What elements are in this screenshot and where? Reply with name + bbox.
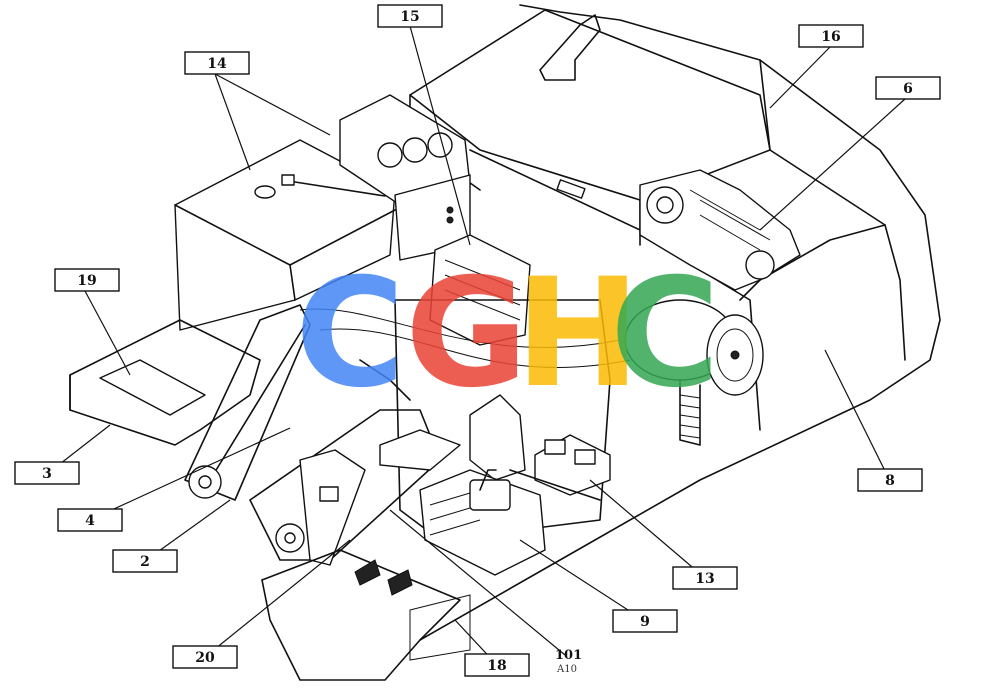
- callout-9: 9: [612, 609, 678, 633]
- callout-6: 6: [875, 76, 941, 100]
- svg-text:15: 15: [400, 9, 419, 25]
- control-valve: [429, 234, 531, 346]
- svg-text:2: 2: [140, 554, 150, 570]
- svg-text:9: 9: [640, 614, 650, 630]
- svg-text:16: 16: [821, 29, 840, 45]
- callout-8: 8: [857, 468, 923, 492]
- batteries: [509, 434, 611, 501]
- engine-block: [639, 169, 801, 291]
- callout-16: 16: [798, 24, 864, 48]
- callout-18: 18: [464, 653, 530, 677]
- callout-13: 13: [672, 566, 738, 590]
- watermark-letter-2: G: [405, 247, 528, 421]
- callout-20: 20: [172, 645, 238, 669]
- drawing-code: A10: [556, 664, 577, 675]
- watermark-letter-4: C: [610, 247, 720, 421]
- machine-body-drawing: [69, 4, 941, 681]
- boom-arm: [184, 304, 441, 561]
- watermark-letter-1: C: [295, 247, 405, 421]
- svg-text:20: 20: [195, 650, 215, 666]
- svg-text:6: 6: [903, 81, 913, 97]
- leader-lines: [46, 25, 906, 666]
- operator-station: [299, 299, 611, 576]
- callout-15: 15: [377, 4, 443, 28]
- watermark: C G H C: [295, 247, 720, 421]
- svg-text:14: 14: [207, 56, 227, 72]
- callout-3: 3: [14, 461, 80, 485]
- callout-19: 19: [54, 268, 120, 292]
- svg-text:18: 18: [487, 658, 506, 674]
- svg-text:8: 8: [885, 473, 895, 489]
- svg-text:19: 19: [77, 273, 96, 289]
- air-cleaner: [624, 299, 764, 446]
- label-101: 101: [555, 648, 582, 663]
- svg-text:4: 4: [85, 513, 95, 529]
- hydraulic-tank: [174, 139, 396, 331]
- callout-2: 2: [112, 549, 178, 573]
- svg-text:3: 3: [42, 466, 52, 482]
- watermark-letter-3: H: [515, 247, 641, 421]
- filter-block: [339, 94, 471, 261]
- callout-14: 14: [184, 51, 250, 75]
- svg-text:13: 13: [695, 571, 714, 587]
- callout-4: 4: [57, 508, 123, 532]
